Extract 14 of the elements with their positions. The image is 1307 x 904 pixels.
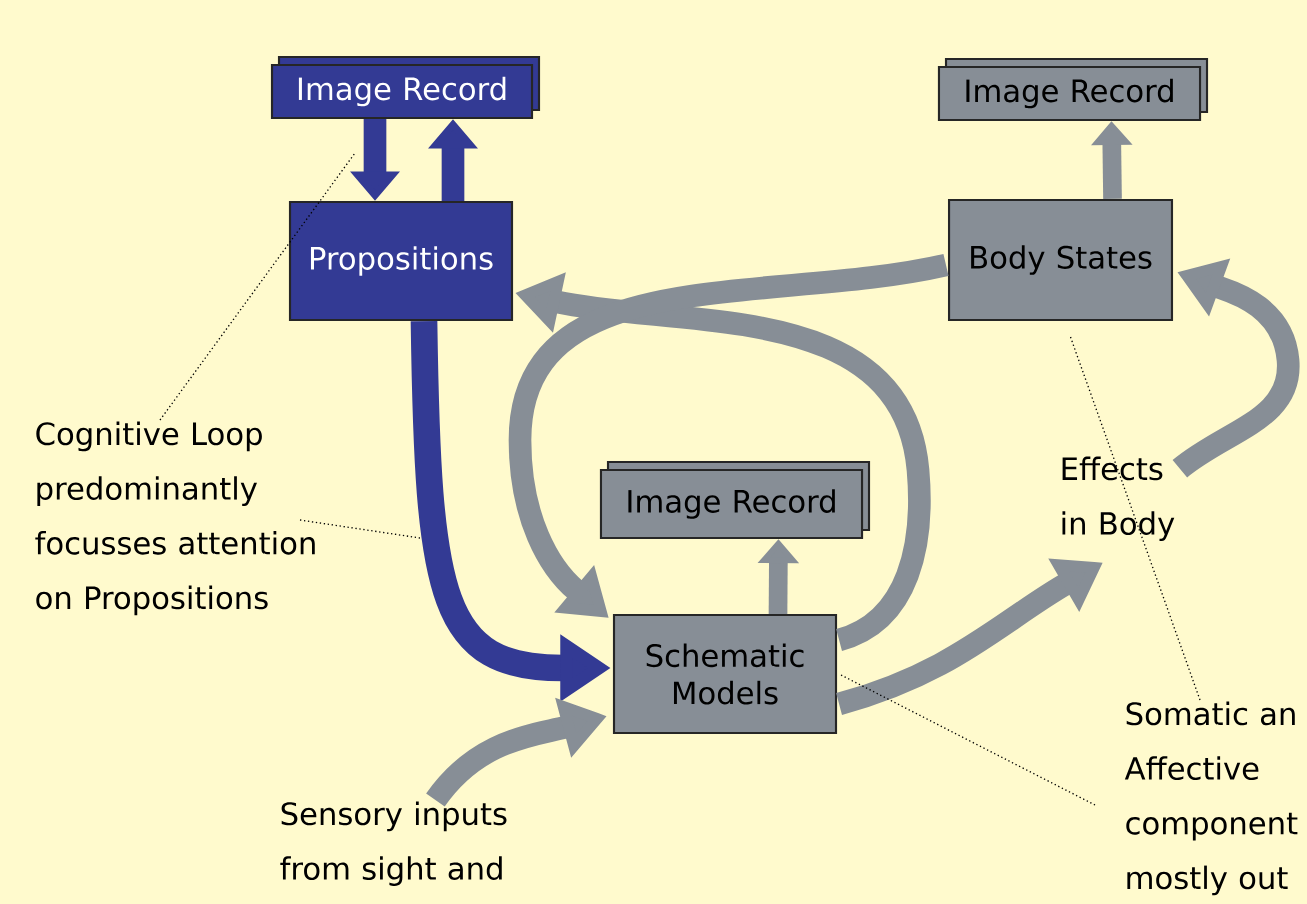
process-box: Propositions	[288, 200, 514, 322]
stacked-record-box: Image Record	[270, 55, 541, 120]
leader-line	[299, 519, 421, 539]
note-text: Effects in Body	[1062, 456, 1175, 541]
stacked-record-box: Image Record	[599, 460, 871, 540]
process-box: Schematic Models	[612, 613, 838, 735]
note-text: Cognitive Loop predominantly focusses attention on Propositions	[35, 421, 315, 616]
leader-line	[1069, 336, 1201, 701]
note-text: Sensory inputs from sight and	[280, 801, 507, 886]
process-box: Body States	[948, 198, 1174, 322]
stacked-record-box: Image Record	[937, 57, 1209, 122]
leader-line	[159, 152, 356, 421]
note-text: Somatic an Affective component mostly out	[1124, 701, 1298, 896]
leader-line	[838, 673, 1096, 806]
